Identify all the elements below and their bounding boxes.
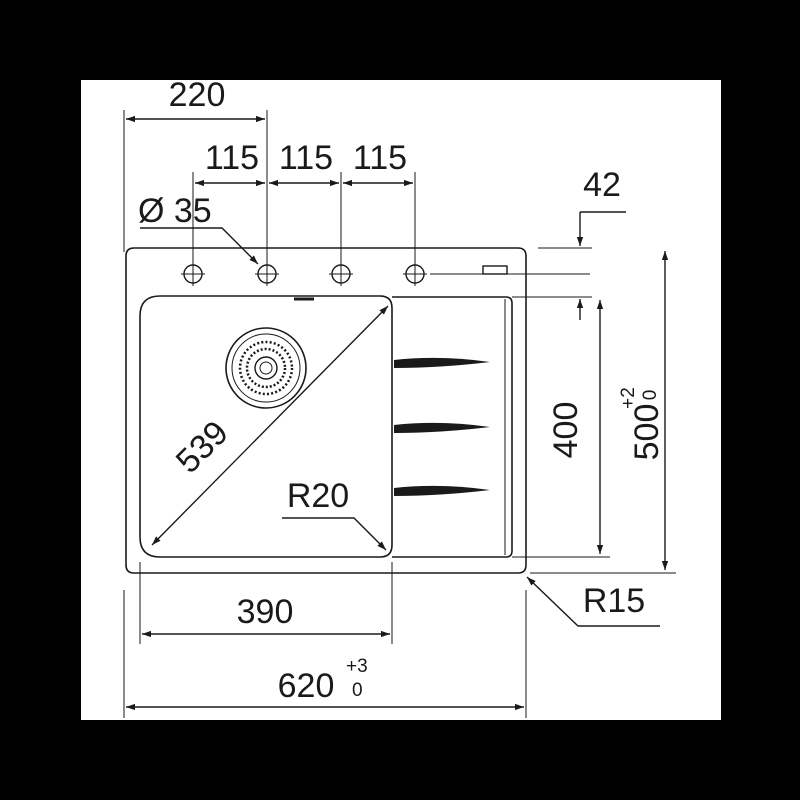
dim-539-diagonal	[151, 305, 389, 546]
dim-diameter-label: Ø 35	[138, 192, 212, 230]
dim-r15-label: R15	[583, 582, 645, 620]
drainer-groove-2	[394, 422, 490, 433]
tap-hole-1-icon	[181, 262, 205, 286]
drainer-outline	[392, 296, 513, 558]
bowl-outline	[139, 295, 393, 558]
dim-400	[512, 300, 610, 558]
dim-390-label: 390	[237, 593, 294, 631]
dim-500	[530, 251, 676, 574]
dim-115-label-1: 115	[205, 139, 259, 177]
tap-hole-3-icon	[329, 262, 353, 286]
dim-620-label: 620	[278, 667, 335, 705]
overflow-indicator	[482, 265, 508, 275]
dim-400-label: 400	[547, 402, 585, 459]
dim-42	[512, 211, 626, 320]
dim-42-label: 42	[583, 166, 621, 204]
dim-diameter-leader	[140, 227, 259, 265]
dim-620-tol-lower: 0	[352, 680, 363, 701]
dim-500-label: 500	[628, 404, 666, 461]
dim-500-tol-lower: 0	[640, 390, 661, 401]
dim-620	[123, 590, 527, 718]
dim-390	[139, 562, 393, 644]
drainer-groove-1	[394, 357, 490, 368]
dim-r15-leader	[526, 576, 660, 627]
dim-220-label: 220	[169, 76, 226, 114]
tap-hole-2-icon	[255, 262, 279, 286]
dim-115-chain	[192, 172, 416, 262]
drainer-groove-3	[394, 485, 490, 496]
dim-620-tol-upper: +3	[346, 656, 368, 677]
dim-r20-label: R20	[287, 477, 349, 515]
dim-r20-leader	[282, 517, 387, 551]
drain-icon	[225, 327, 307, 409]
sink-outline	[125, 247, 527, 574]
dim-500-tol-upper: +2	[618, 387, 639, 409]
dim-115-label-2: 115	[279, 139, 333, 177]
tap-hole-4-icon	[403, 262, 427, 286]
dim-115-label-3: 115	[353, 139, 407, 177]
dim-220	[123, 110, 268, 262]
